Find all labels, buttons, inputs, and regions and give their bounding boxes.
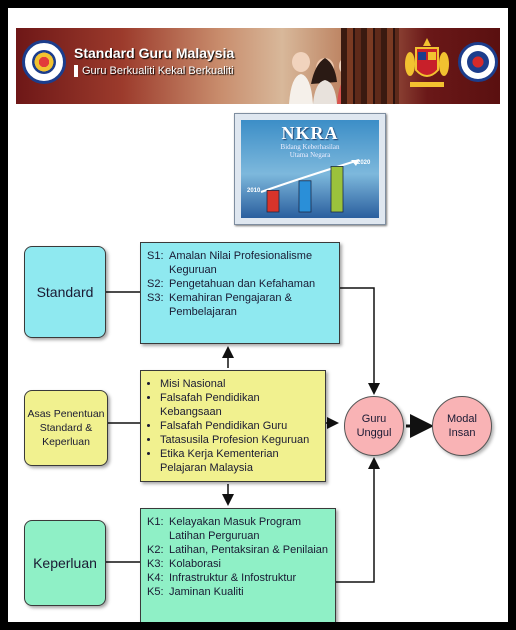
standard-label: Standard — [36, 284, 94, 300]
nkra-bar-graphic — [260, 159, 360, 213]
books-image — [341, 28, 399, 104]
nkra-bar — [298, 180, 312, 213]
framework-diagram: Standard S1: Amalan Nilai Profesionalisme… — [8, 230, 508, 622]
standard-content-box: S1: Amalan Nilai Profesionalisme Keguruan… — [140, 242, 340, 344]
asas-bullet-list: Misi NasionalFalsafah Pendidikan Kebangs… — [147, 377, 319, 475]
keperluan-item: K5: Jaminan Kualiti — [147, 585, 329, 599]
asas-label-box: Asas Penentuan Standard & Keperluan — [24, 390, 108, 466]
modal-insan-label: Modal Insan — [447, 413, 477, 439]
keperluan-items: K1: Kelayakan Masuk Program Latihan Pergu… — [141, 509, 335, 603]
keperluan-item-text: Infrastruktur & Infostruktur — [169, 572, 297, 584]
nkra-subtitle: Bidang Keberhasilan Utama Negara — [241, 143, 379, 159]
asas-item: Tatasusila Profesion Keguruan — [160, 433, 319, 447]
standard-item: S2: Pengetahuan dan Kefahaman — [147, 277, 333, 291]
keperluan-content-box: K1: Kelayakan Masuk Program Latihan Pergu… — [140, 508, 336, 622]
connector-lines — [106, 287, 434, 583]
standard-item: S3: Kemahiran Pengajaran & Pembelajaran — [147, 291, 333, 319]
asas-item: Falsafah Pendidikan Kebangsaan — [160, 391, 319, 419]
keperluan-item-code: K1: — [147, 516, 164, 528]
nkra-year-end: 2020 — [357, 160, 371, 166]
asas-item: Misi Nasional — [160, 377, 319, 391]
asas-item: Etika Kerja Kementerian Pelajaran Malays… — [160, 447, 319, 475]
keperluan-item-code: K2: — [147, 544, 164, 556]
standard-item-code: S3: — [147, 292, 164, 304]
sgm-logo-icon — [22, 40, 66, 84]
standard-items: S1: Amalan Nilai Profesionalisme Keguruan… — [141, 243, 339, 323]
asas-item: Falsafah Pendidikan Guru — [160, 419, 319, 433]
keperluan-item-text: Jaminan Kualiti — [169, 586, 244, 598]
asas-items: Misi NasionalFalsafah Pendidikan Kebangs… — [141, 371, 325, 479]
keperluan-item-text: Latihan, Pentaksiran & Penilaian — [169, 544, 328, 556]
standard-item-code: S1: — [147, 250, 164, 262]
asas-label: Asas Penentuan Standard & Keperluan — [27, 408, 105, 448]
standard-item-text: Kemahiran Pengajaran & Pembelajaran — [169, 292, 292, 318]
kpm-logo-icon — [458, 42, 498, 82]
nkra-bar — [330, 166, 344, 213]
keperluan-label-box: Keperluan — [24, 520, 106, 606]
keperluan-item-code: K5: — [147, 586, 164, 598]
nkra-image: NKRA Bidang Keberhasilan Utama Negara 20… — [234, 113, 386, 225]
banner-title: Standard Guru Malaysia — [74, 45, 235, 61]
standard-item-text: Amalan Nilai Profesionalisme Keguruan — [169, 250, 313, 276]
standard-item: S1: Amalan Nilai Profesionalisme Keguruan — [147, 249, 333, 277]
header-banner: Standard Guru Malaysia Guru Berkualiti K… — [16, 28, 500, 104]
guru-unggul-circle: Guru Unggul — [344, 396, 404, 456]
banner-subtitle-text: Guru Berkualiti Kekal Berkualiti — [82, 65, 234, 77]
standard-label-box: Standard — [24, 246, 106, 338]
keperluan-item-text: Kelayakan Masuk Program Latihan Pergurua… — [169, 516, 302, 542]
keperluan-item: K2: Latihan, Pentaksiran & Penilaian — [147, 543, 329, 557]
nkra-title: NKRA — [281, 123, 339, 143]
keperluan-item: K4: Infrastruktur & Infostruktur — [147, 571, 329, 585]
standard-item-code: S2: — [147, 278, 164, 290]
keperluan-item-code: K3: — [147, 558, 164, 570]
banner-subtitle: Guru Berkualiti Kekal Berkualiti — [74, 65, 234, 78]
keperluan-item-text: Kolaborasi — [169, 558, 221, 570]
coat-of-arms-icon — [405, 38, 449, 87]
nkra-subtitle-line1: Bidang Keberhasilan — [280, 143, 340, 151]
page: Standard Guru Malaysia Guru Berkualiti K… — [8, 8, 508, 622]
standard-item-text: Pengetahuan dan Kefahaman — [169, 278, 316, 290]
keperluan-item: K3: Kolaborasi — [147, 557, 329, 571]
keperluan-item-code: K4: — [147, 572, 164, 584]
asas-content-box: Misi NasionalFalsafah Pendidikan Kebangs… — [140, 370, 326, 482]
nkra-bar — [266, 190, 280, 213]
nkra-year-start: 2010 — [247, 188, 261, 194]
modal-insan-circle: Modal Insan — [432, 396, 492, 456]
guru-unggul-label: Guru Unggul — [356, 413, 392, 439]
keperluan-label: Keperluan — [33, 555, 97, 571]
keperluan-item: K1: Kelayakan Masuk Program Latihan Pergu… — [147, 515, 329, 543]
nkra-subtitle-line2: Utama Negara — [289, 151, 331, 159]
